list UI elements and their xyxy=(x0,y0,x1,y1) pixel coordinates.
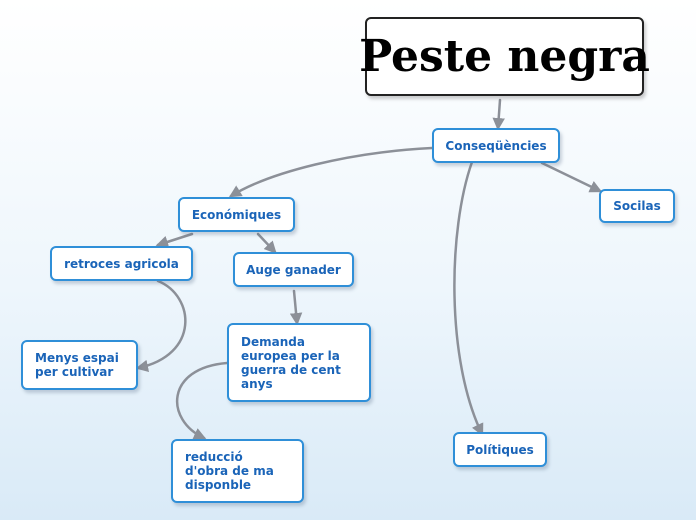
node-reduccio-obra[interactable]: reducció d'obra de ma disponble xyxy=(171,439,304,503)
edge-auge-to-demanda xyxy=(289,289,303,326)
node-menys-espai[interactable]: Menys espai per cultivar xyxy=(21,340,138,390)
edge-economiques-to-retroces xyxy=(155,232,194,248)
central-topic[interactable]: Peste negra xyxy=(359,17,650,96)
edge-consequencies-to-economiques xyxy=(228,146,434,198)
edge-demanda-to-reduccio xyxy=(175,361,229,440)
node-auge-ganader[interactable]: Auge ganader xyxy=(233,252,354,287)
edge-retroces-to-menys xyxy=(135,279,187,373)
edge-consequencies-to-socials xyxy=(540,161,603,193)
node-politiques[interactable]: Polítiques xyxy=(453,432,547,467)
edge-consequencies-to-politiques xyxy=(453,160,484,437)
node-consequencies[interactable]: Conseqüències xyxy=(432,128,560,163)
node-economiques[interactable]: Económiques xyxy=(178,197,295,232)
node-demanda-europea[interactable]: Demanda europea per la guerra de cent an… xyxy=(227,323,371,402)
node-retroces-agricola[interactable]: retroces agricola xyxy=(50,246,193,281)
node-socials[interactable]: Socilas xyxy=(599,189,675,223)
edge-title-to-consequencies xyxy=(492,98,505,131)
edge-economiques-to-auge xyxy=(256,232,277,254)
